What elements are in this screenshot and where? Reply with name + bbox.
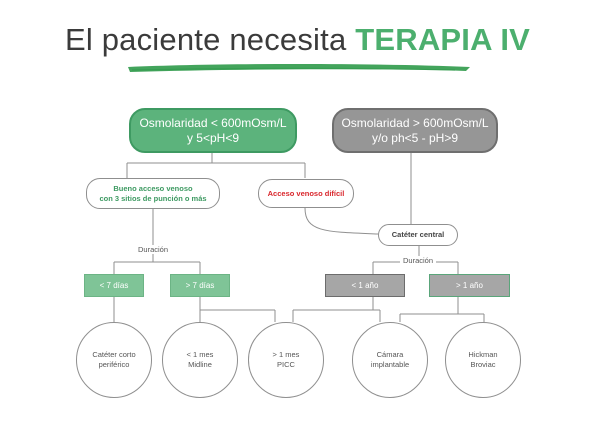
duration-label-right: Duración <box>400 256 437 265</box>
osmolarity-low-line2: y 5<pH<9 <box>186 130 240 145</box>
device-4-line1: Cámara <box>376 349 404 359</box>
good-access-line2: con 3 sitios de punción o más <box>99 193 207 203</box>
device-1-line1: Catéter corto <box>92 349 136 359</box>
difficult-access-label: Acceso venoso difícil <box>267 188 345 198</box>
less-than-1-year-label: < 1 año <box>351 280 379 290</box>
device-3-line1: > 1 mes <box>272 349 300 359</box>
more-than-7-days-node: > 7 días <box>170 274 230 297</box>
device-5-line1: Hickman <box>468 349 498 359</box>
device-hickman-broviac: Hickman Broviac <box>445 322 521 398</box>
more-than-7-days-label: > 7 días <box>185 280 215 290</box>
good-venous-access-node: Bueno acceso venoso con 3 sitios de punc… <box>86 178 220 209</box>
osmolarity-high-node: Osmolaridad > 600mOsm/L y/o ph<5 - pH>9 <box>332 108 498 153</box>
device-3-line2: PICC <box>277 360 295 369</box>
device-picc: > 1 mes PICC <box>248 322 324 398</box>
osmolarity-low-node: Osmolaridad < 600mOsm/L y 5<pH<9 <box>129 108 297 153</box>
more-than-1-year-node: > 1 año <box>429 274 510 297</box>
device-2-line1: < 1 mes <box>186 349 214 359</box>
less-than-7-days-node: < 7 días <box>84 274 144 297</box>
title-highlight: TERAPIA IV <box>355 22 531 57</box>
osmolarity-high-line2: y/o ph<5 - pH>9 <box>371 130 459 145</box>
less-than-7-days-label: < 7 días <box>99 280 129 290</box>
device-4-line2: implantable <box>370 360 410 369</box>
device-midline: < 1 mes Midline <box>162 322 238 398</box>
more-than-1-year-label: > 1 año <box>456 280 483 290</box>
device-implantable-port: Cámara implantable <box>352 322 428 398</box>
difficult-venous-access-node: Acceso venoso difícil <box>258 179 354 208</box>
device-1-line2: periférico <box>98 360 130 369</box>
duration-label-left: Duración <box>135 245 172 254</box>
title-main: El paciente necesita <box>64 22 356 57</box>
device-5-line2: Broviac <box>470 360 496 369</box>
central-catheter-label: Catéter central <box>391 230 445 240</box>
osmolarity-low-line1: Osmolaridad < 600mOsm/L <box>139 115 287 130</box>
osmolarity-high-line1: Osmolaridad > 600mOsm/L <box>341 115 489 130</box>
device-short-peripheral-catheter: Catéter corto periférico <box>76 322 152 398</box>
less-than-1-year-node: < 1 año <box>325 274 405 297</box>
good-access-line1: Bueno acceso venoso <box>113 184 193 194</box>
page-title: El paciente necesita TERAPIA IV <box>0 22 595 58</box>
central-catheter-node: Catéter central <box>378 224 458 246</box>
device-2-line2: Midline <box>188 360 212 369</box>
